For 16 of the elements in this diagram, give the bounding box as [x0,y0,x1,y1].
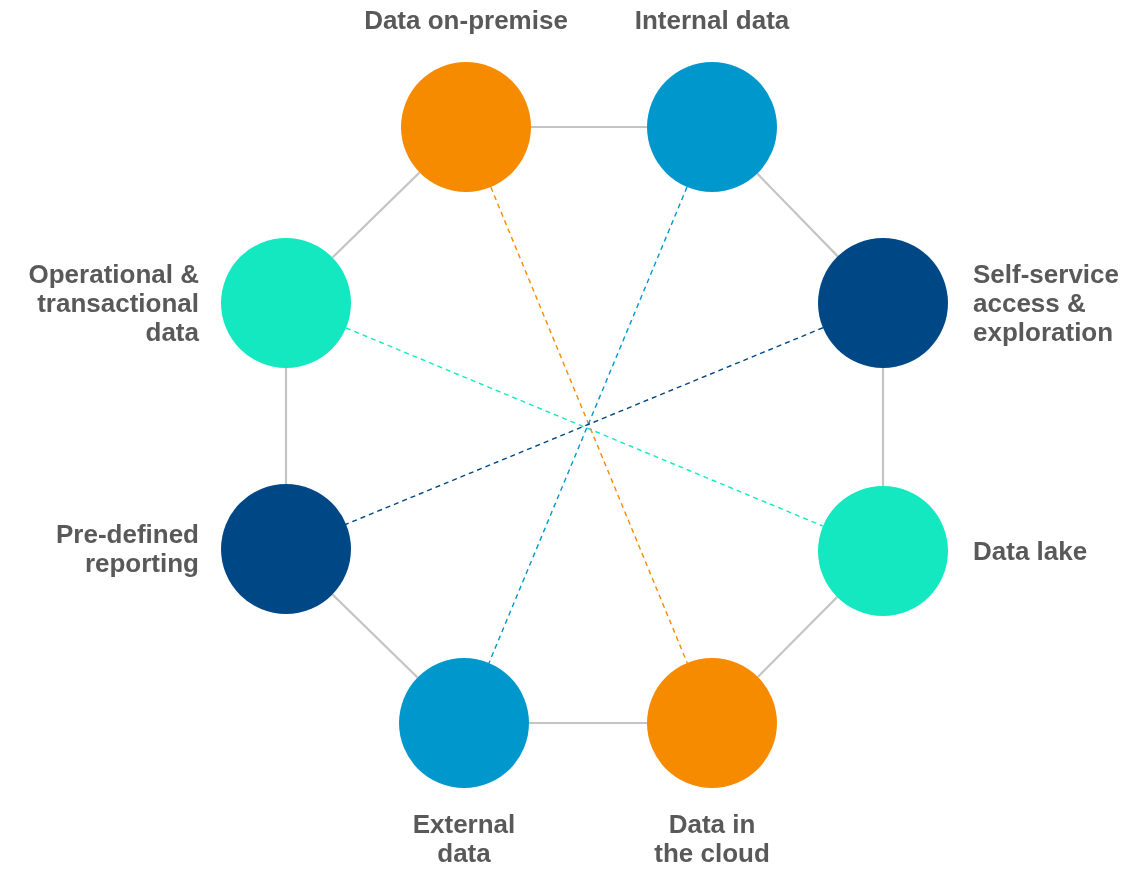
connector-line [756,172,839,258]
connector-line [881,368,885,486]
node-label: Pre-defined reporting [54,520,199,578]
node-label: External data [411,810,517,868]
connector-line [331,593,419,679]
node-label: Operational & transactional data [27,259,199,347]
connector-line [757,596,838,678]
node-label: Data lake [973,536,1089,566]
node-label: Self-service access & exploration [973,259,1120,347]
node-label: Internal data [633,6,791,35]
connector-line [529,721,647,725]
connector-line [331,171,421,259]
connector-line [284,368,288,484]
node-label: Data in the cloud [653,810,771,868]
connector-line [531,125,647,129]
node-label: Data on-premise [363,6,569,35]
